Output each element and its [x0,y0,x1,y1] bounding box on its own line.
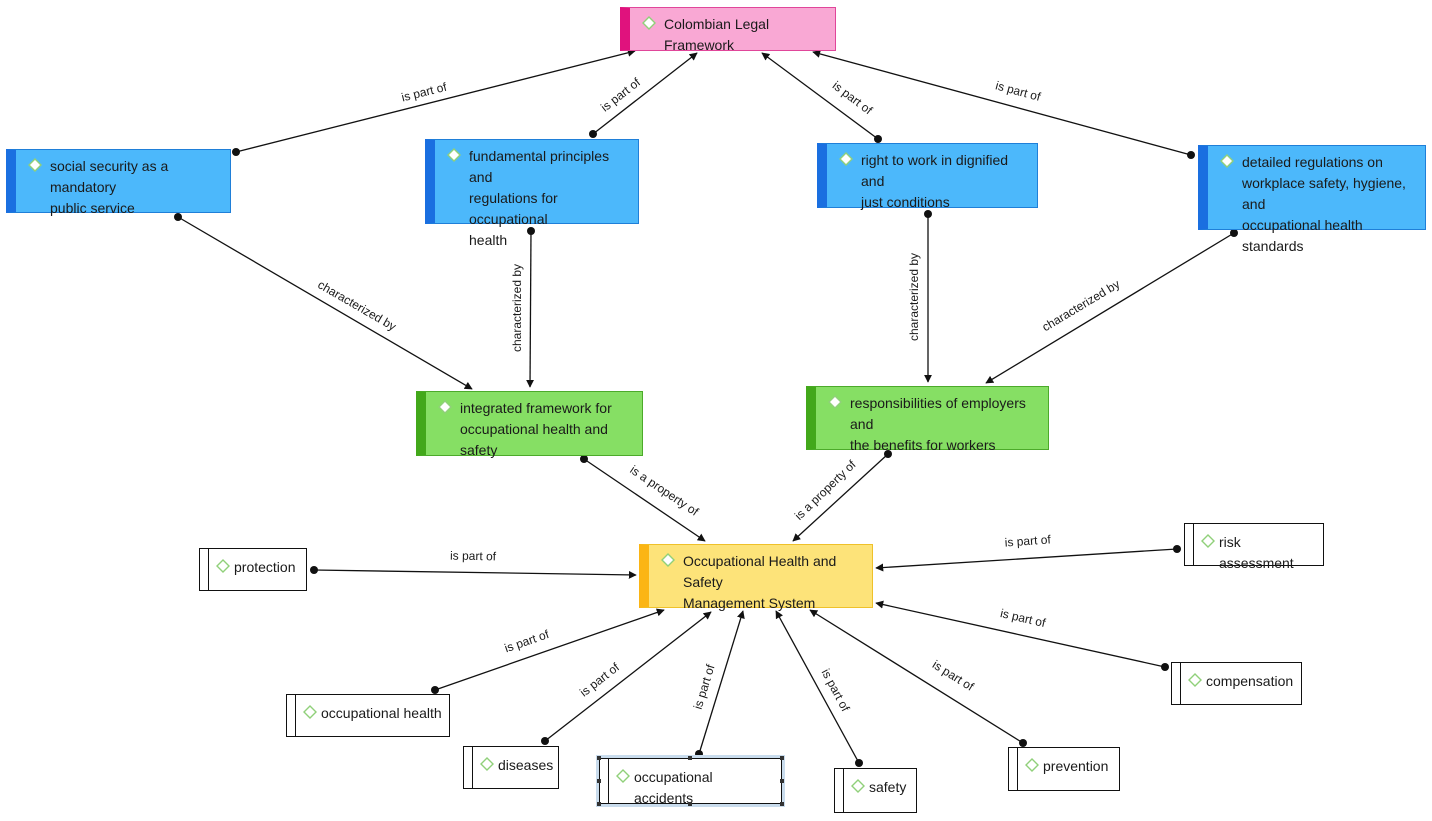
edge-prevention-to-ohsms: is part of [809,609,1027,747]
node-label: occupational accidents [634,769,713,806]
edge-label: is part of [691,662,718,711]
edge-diseases-to-ohsms: is part of [541,611,712,745]
node-label-line: responsibilities of employers and [850,395,1026,432]
diamond-icon [1201,534,1215,548]
diamond-icon [828,395,842,409]
edge-label: is part of [819,667,853,715]
node-label-line: health [469,232,508,248]
diamond-icon [839,152,853,166]
edge-social-security-to-integrated: characterized by [174,213,473,390]
diamond-icon [1025,758,1039,772]
node-safety[interactable]: safety [834,768,917,813]
edge-risk-assessment-to-ohsms: is part of [875,532,1181,572]
resize-handle[interactable] [597,779,601,783]
node-integrated-framework[interactable]: integrated framework for occupational he… [416,391,643,458]
edge-label: is part of [999,606,1048,630]
node-compensation[interactable]: compensation [1171,662,1302,705]
node-right-to-work[interactable]: right to work in dignified and just cond… [817,143,1038,210]
edge-fundamental-to-integrated: characterized by [510,227,535,388]
edge-label: characterized by [510,264,524,352]
edge-occupational-health-to-ohsms: is part of [431,608,665,694]
node-label: occupational health [321,705,442,721]
resize-handle[interactable] [780,802,784,806]
node-label-line: public service [50,200,135,216]
node-diseases[interactable]: diseases [463,746,559,789]
node-label: Colombian Legal Framework [664,16,770,53]
edge-label: characterized by [315,277,398,333]
diamond-icon [447,148,461,162]
node-prevention[interactable]: prevention [1008,747,1120,791]
node-label: safety [869,779,907,795]
node-risk-assessment[interactable]: risk assessment [1184,523,1324,571]
diamond-icon [303,705,317,719]
node-label: prevention [1043,758,1109,774]
resize-handle[interactable] [780,779,784,783]
diamond-icon [438,400,452,414]
node-label-line: detailed regulations on [1242,154,1383,170]
node-label-line: just conditions [861,194,950,210]
diamond-icon [616,769,630,783]
node-label-line: right to work in dignified and [861,152,1009,189]
node-fundamental-principles[interactable]: fundamental principles and regulations f… [425,139,639,248]
diamond-icon [28,158,42,172]
resize-handle[interactable] [688,802,692,806]
diamond-icon [480,757,494,771]
node-label-line: social security as a mandatory [50,158,169,195]
node-label-line: the benefits for workers [850,437,996,453]
node-label-line: regulations for occupational [469,190,558,227]
node-occupational-health[interactable]: occupational health [286,694,450,737]
edge-protection-to-ohsms: is part of [310,549,637,579]
diamond-icon [1188,673,1202,687]
node-occupational-accidents[interactable]: occupational accidents [597,756,784,806]
edge-fundamental-to-colombian: is part of [589,52,698,138]
edge-label: is part of [830,78,876,117]
diamond-icon [1220,154,1234,168]
diamond-icon [642,16,656,30]
node-label-line: Management System [683,595,816,611]
node-label-line: integrated framework for [460,400,612,416]
node-ohsms[interactable]: Occupational Health and Safety Managemen… [639,544,873,611]
edge-detailed-regulations-to-responsibilities: characterized by [985,229,1238,384]
node-label: risk assessment [1219,534,1294,571]
resize-handle[interactable] [597,802,601,806]
node-colombian-legal-framework[interactable]: Colombian Legal Framework [620,7,836,53]
edge-label: is a property of [627,463,701,519]
node-label-line: occupational health standards [1242,217,1363,254]
diamond-icon [216,559,230,573]
node-label-line: occupational health and safety [460,421,608,458]
edge-label: is part of [598,75,643,115]
resize-handle[interactable] [688,756,692,760]
node-label-line: fundamental principles and [469,148,610,185]
node-label: diseases [498,757,554,773]
edge-right-to-work-to-responsibilities: characterized by [907,210,932,383]
node-label-line: Occupational Health and Safety [683,553,837,590]
node-responsibilities[interactable]: responsibilities of employers and the be… [806,386,1049,453]
edge-label: is part of [503,627,552,655]
diamond-icon [851,779,865,793]
edge-label: is part of [450,549,497,564]
edge-responsibilities-to-ohsms: is a property of [792,450,892,542]
edge-label: is part of [994,78,1043,104]
node-label: compensation [1206,673,1294,689]
node-social-security[interactable]: social security as a mandatory public se… [6,149,231,216]
node-label-line: workplace safety, hygiene, and [1242,175,1406,212]
edge-label: characterized by [907,253,921,341]
node-protection[interactable]: protection [199,548,307,591]
diamond-icon [661,553,675,567]
edge-integrated-to-ohsms: is a property of [580,455,706,542]
node-label: protection [234,559,296,575]
edge-occupational-accidents-to-ohsms: is part of [691,610,745,758]
resize-handle[interactable] [780,756,784,760]
node-detailed-regulations[interactable]: detailed regulations on workplace safety… [1198,145,1426,254]
edge-compensation-to-ohsms: is part of [875,600,1169,671]
resize-handle[interactable] [597,756,601,760]
edge-label: is part of [1004,532,1052,549]
edge-label: is part of [577,660,622,700]
edge-label: is part of [400,80,449,105]
